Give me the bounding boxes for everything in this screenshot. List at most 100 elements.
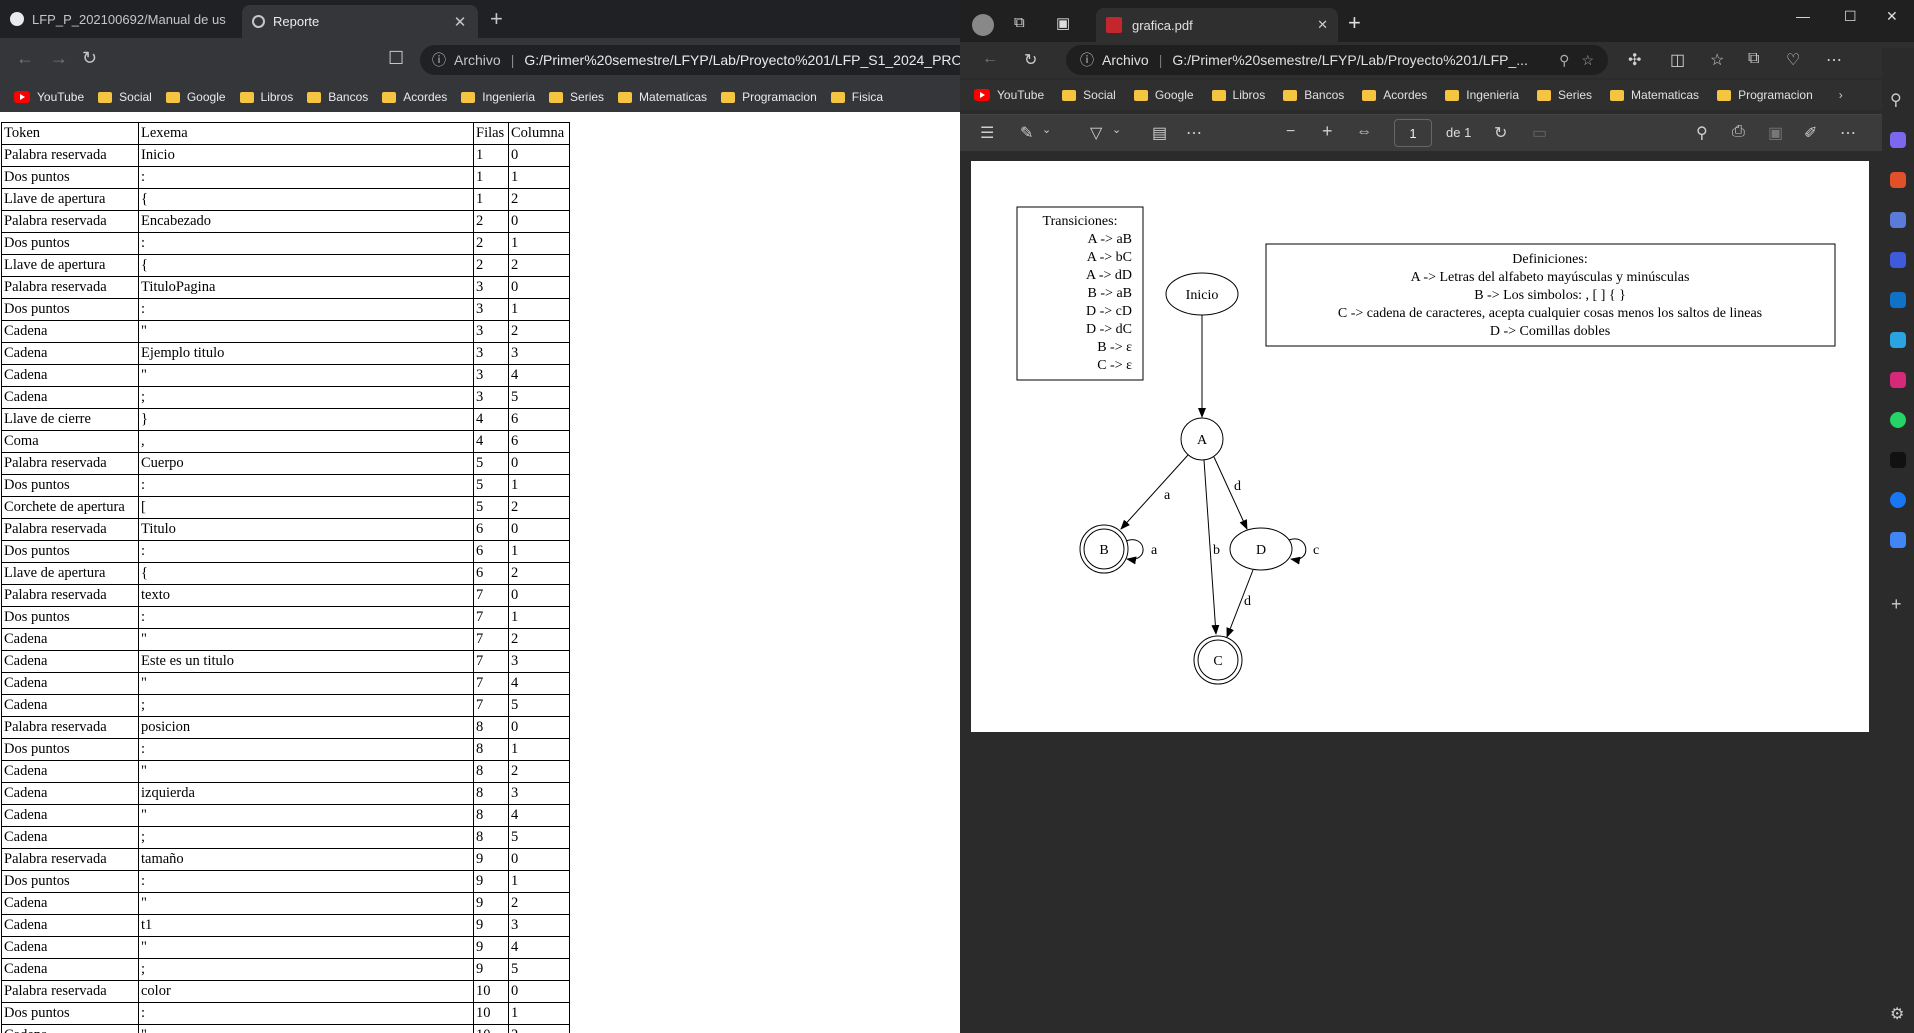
bookmark-folder[interactable]: Series — [549, 90, 604, 104]
reload-icon[interactable]: ↻ — [82, 48, 98, 68]
extensions-icon[interactable]: ✣ — [1628, 52, 1642, 69]
cell-columna: 1 — [508, 1002, 570, 1025]
edge-tab-strip: ⧉ ▣ grafica.pdf ✕ + — ☐ ✕ — [960, 0, 1914, 48]
cell-token: Cadena — [1, 386, 139, 409]
rotate-icon[interactable]: ↻ — [1494, 125, 1508, 142]
page-view-icon[interactable]: ▭ — [1532, 125, 1548, 142]
contents-icon[interactable]: ☰ — [980, 125, 995, 142]
tiktok-icon[interactable] — [1890, 452, 1906, 468]
workspaces-icon[interactable]: ⧉ — [1014, 14, 1025, 31]
close-tab-icon[interactable]: ✕ — [453, 13, 467, 31]
bookmark-folder[interactable]: Libros — [1211, 88, 1265, 102]
bookmark-folder[interactable]: Acordes — [382, 90, 447, 104]
save-as-icon[interactable]: ✐ — [1804, 125, 1818, 142]
more-icon[interactable]: ⋯ — [1840, 125, 1856, 142]
cell-token: Palabra reservada — [1, 716, 139, 739]
back-icon[interactable]: ← — [16, 48, 34, 68]
whatsapp-icon[interactable] — [1890, 412, 1906, 428]
bookmark-folder[interactable]: Series — [1537, 88, 1592, 102]
bookmark-label: Social — [119, 90, 152, 104]
tag-icon[interactable] — [1890, 132, 1906, 148]
folder-icon — [461, 91, 476, 103]
page-number-input[interactable]: 1 — [1394, 119, 1432, 147]
new-tab-button[interactable]: + — [490, 6, 503, 31]
tools-icon[interactable] — [1890, 172, 1906, 188]
tab-grafica-pdf[interactable]: grafica.pdf ✕ — [1096, 8, 1338, 42]
highlight-icon[interactable]: ✎ — [1020, 125, 1034, 142]
zoom-out-icon[interactable]: − — [1286, 123, 1296, 140]
bookmark-icon[interactable]: ☐ — [388, 48, 405, 68]
search-icon[interactable]: ⚲ — [1696, 125, 1708, 142]
bookmark-folder[interactable]: Acordes — [1362, 88, 1427, 102]
close-tab-icon[interactable]: ✕ — [1317, 17, 1328, 32]
more-icon[interactable]: ⋯ — [1826, 52, 1842, 69]
text-icon[interactable]: ▤ — [1152, 125, 1168, 142]
translate-icon[interactable] — [1890, 532, 1906, 548]
collections-icon[interactable]: ⧉ — [1748, 50, 1760, 67]
tab-reporte[interactable]: Reporte ✕ — [242, 5, 478, 38]
address-label: Archivo — [1102, 52, 1149, 68]
cell-token: Cadena — [1, 364, 139, 387]
definition-line: D -> Comillas dobles — [1490, 324, 1610, 339]
bookmark-youtube[interactable]: YouTube — [14, 90, 84, 104]
new-tab-button[interactable]: + — [1348, 10, 1361, 35]
profile-icon[interactable] — [972, 14, 994, 36]
chevron-right-icon[interactable]: › — [1838, 88, 1843, 102]
folder-icon — [1717, 89, 1732, 101]
address-bar[interactable]: ⓘ Archivo | G:/Primer%20semestre/LFYP/La… — [420, 45, 960, 75]
draw-icon[interactable]: ▽ — [1090, 125, 1103, 142]
bookmark-youtube[interactable]: YouTube — [974, 88, 1044, 102]
cell-columna: 2 — [508, 760, 570, 783]
search-icon[interactable]: ⚲ — [1890, 92, 1902, 109]
instagram-icon[interactable] — [1890, 372, 1906, 388]
forward-icon[interactable]: → — [50, 48, 68, 68]
zoom-in-icon[interactable]: + — [1322, 121, 1333, 141]
reload-icon[interactable]: ↻ — [1024, 52, 1038, 69]
bookmark-folder[interactable]: Matematicas — [1610, 88, 1699, 102]
bookmark-folder[interactable]: Libros — [239, 90, 293, 104]
bookmark-folder[interactable]: Ingenieria — [461, 90, 535, 104]
split-screen-icon[interactable]: ◫ — [1670, 52, 1686, 69]
cell-lexema: ; — [138, 826, 474, 849]
favorites-icon[interactable]: ☆ — [1710, 52, 1725, 69]
bookmark-folder[interactable]: Fisica — [830, 90, 883, 104]
save-icon[interactable]: ▣ — [1768, 125, 1784, 142]
cell-columna: 1 — [508, 232, 570, 255]
tab-manual[interactable]: LFP_P_202100692/Manual de usuario — [0, 0, 236, 38]
add-app-icon[interactable]: + — [1891, 594, 1902, 614]
bookmark-folder[interactable]: Programacion — [1717, 88, 1813, 102]
bookmark-folder[interactable]: Social — [1062, 88, 1116, 102]
transition-rule: A -> aB — [1088, 232, 1132, 247]
bookmark-folder[interactable]: Google — [165, 90, 226, 104]
close-window-icon[interactable]: ✕ — [1886, 8, 1898, 24]
bookmark-folder[interactable]: Social — [98, 90, 152, 104]
games-icon[interactable] — [1890, 212, 1906, 228]
bookmark-folder[interactable]: Google — [1133, 88, 1194, 102]
print-icon[interactable]: ⎙ — [1732, 123, 1745, 140]
fit-page-icon[interactable]: ⇔ — [1356, 123, 1372, 140]
chevron-down-icon[interactable]: ⌄ — [1042, 124, 1052, 136]
back-icon[interactable]: ← — [982, 50, 998, 67]
telegram-icon[interactable] — [1890, 332, 1906, 348]
minimize-icon[interactable]: — — [1796, 8, 1810, 24]
bookmark-folder[interactable]: Programacion — [721, 90, 817, 104]
copilot-app-icon[interactable] — [1890, 252, 1906, 268]
facebook-icon[interactable] — [1890, 492, 1906, 508]
bookmark-folder[interactable]: Bancos — [1283, 88, 1344, 102]
address-bar[interactable]: ⓘ Archivo | G:/Primer%20semestre/LFYP/La… — [1066, 45, 1608, 75]
settings-gear-icon[interactable]: ⚙ — [1890, 1006, 1905, 1023]
outlook-icon[interactable] — [1890, 292, 1906, 308]
performance-icon[interactable]: ♡ — [1786, 52, 1801, 69]
chevron-down-icon[interactable]: ⌄ — [1112, 124, 1122, 136]
tab-actions-icon[interactable]: ▣ — [1056, 15, 1071, 32]
bookmark-folder[interactable]: Ingenieria — [1445, 88, 1519, 102]
maximize-icon[interactable]: ☐ — [1844, 8, 1857, 24]
definitions-box — [1265, 243, 1836, 347]
zoom-icon[interactable]: ⚲ — [1559, 51, 1570, 68]
more-tools-icon[interactable]: ⋯ — [1186, 125, 1202, 142]
automaton-graph: Transiciones: A -> aB A -> bC A -> dD B … — [1016, 206, 1836, 685]
bookmark-folder[interactable]: Bancos — [307, 90, 368, 104]
tab-strip: LFP_P_202100692/Manual de usuario Report… — [0, 0, 960, 38]
bookmark-folder[interactable]: Matematicas — [618, 90, 707, 104]
favorite-star-icon[interactable]: ☆ — [1581, 51, 1594, 68]
